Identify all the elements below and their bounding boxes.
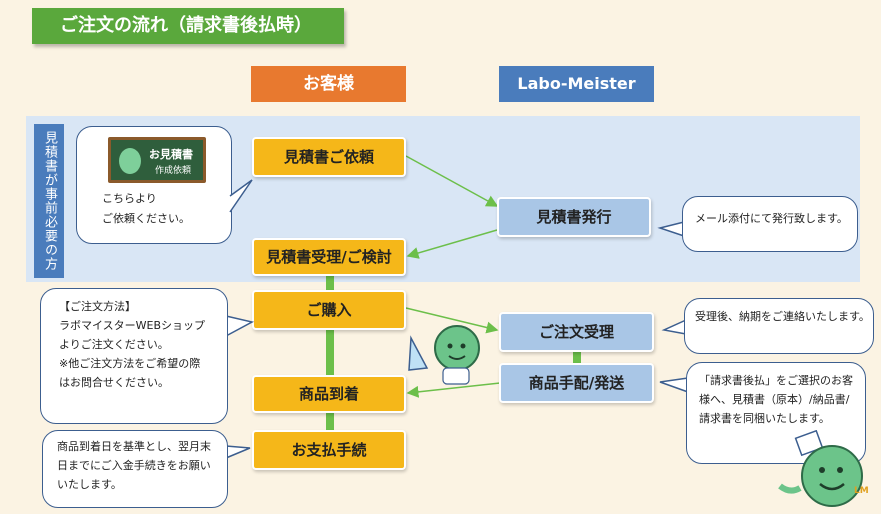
payment-note-line: 商品到着日を基準とし、翌月末	[57, 440, 211, 453]
page-title: ご注文の流れ（請求書後払時）	[32, 8, 344, 44]
order-method-line: ※他ご注文方法をご希望の際	[59, 357, 201, 370]
step-quote-issue: 見積書発行	[497, 197, 651, 237]
connector-bar	[573, 351, 581, 365]
mascot-badge: LM	[854, 486, 869, 496]
quote-bubble-text-2: ご依頼ください。	[102, 212, 190, 225]
step-quote-receive: 見積書受理/ご検討	[252, 238, 406, 276]
step-quote-request: 見積書ご依頼	[252, 137, 406, 177]
quote-bubble-text-1: こちらより	[102, 192, 157, 205]
step-payment: お支払手続	[252, 430, 406, 470]
connector-bar	[326, 276, 334, 294]
ship-note-line: 請求書を同梱いたします。	[699, 412, 830, 425]
step-ship: 商品手配/発送	[499, 363, 654, 403]
step-order-receive: ご注文受理	[499, 312, 654, 352]
mascot-flask-icon	[408, 325, 480, 385]
ship-note-line: 様へ、見積書（原本）/納品書/	[699, 393, 850, 406]
order-method-line: 【ご注文方法】	[59, 300, 136, 313]
connector-bar	[326, 329, 334, 377]
payment-note-bubble: 商品到着日を基準とし、翌月末 日までにご入金手続きをお願い いたします。	[42, 430, 228, 508]
quote-card-line2: 作成依頼	[155, 166, 192, 176]
mascot-icon	[119, 148, 141, 174]
header-customer: お客様	[251, 66, 406, 102]
payment-note-line: いたします。	[57, 478, 122, 491]
payment-note-line: 日までにご入金手続きをお願い	[57, 459, 211, 472]
step-purchase: ご購入	[252, 290, 406, 330]
ship-note-line: 「請求書後払」をご選択のお客	[699, 374, 853, 387]
email-note-bubble: メール添付にて発行致します。	[682, 196, 858, 252]
connector-bar	[326, 412, 334, 432]
header-company: Labo-Meister	[499, 66, 654, 102]
order-method-line: はお問合せください。	[59, 376, 169, 389]
order-method-bubble: 【ご注文方法】 ラボマイスターWEBショップ よりご注文ください。 ※他ご注文方…	[40, 288, 228, 424]
order-confirm-bubble: 受理後、納期をご連絡いたします。	[684, 298, 874, 354]
mascot-large-icon	[778, 430, 863, 507]
order-method-line: ラボマイスターWEBショップ	[59, 319, 206, 332]
order-method-line: よりご注文ください。	[59, 338, 169, 351]
quote-section-label: 見積書が事前必要の方	[34, 124, 64, 278]
step-arrival: 商品到着	[252, 375, 406, 413]
quote-card-line1: お見積書	[149, 148, 193, 161]
quote-form-card[interactable]: お見積書 作成依頼	[108, 137, 206, 183]
